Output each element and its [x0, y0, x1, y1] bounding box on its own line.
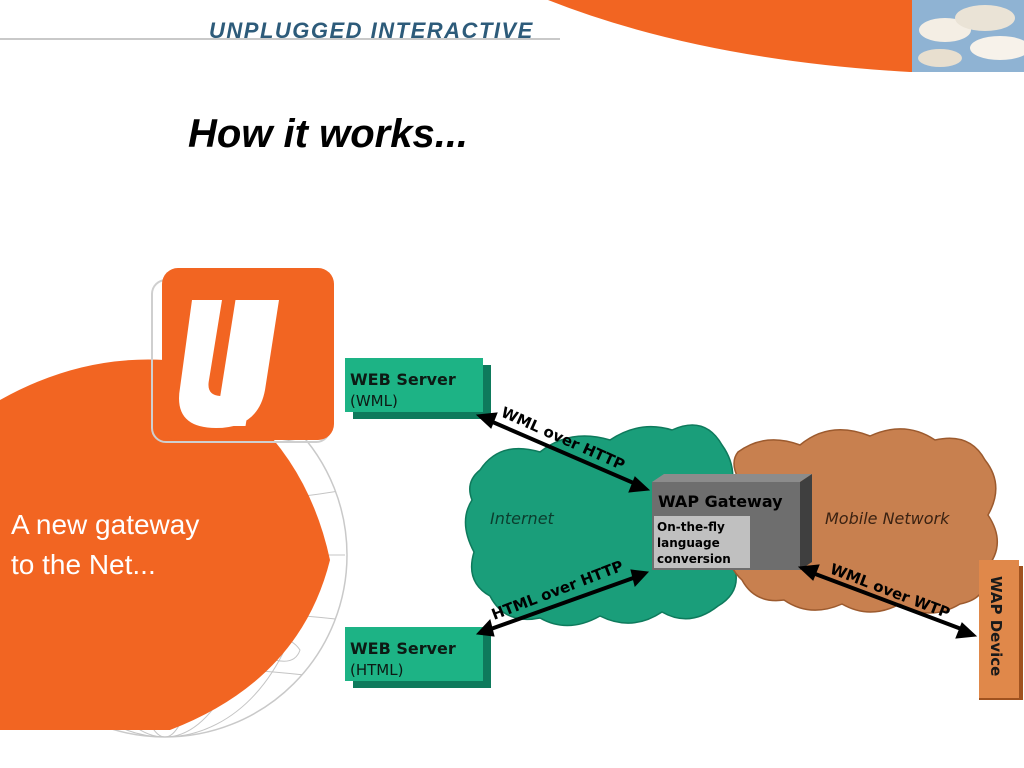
header-divider — [0, 38, 560, 40]
web-server-wml-box: WEB Server (WML) — [345, 358, 491, 419]
header-orange-swoosh — [548, 0, 1024, 72]
arrow-html-http — [486, 575, 638, 632]
globe-orange-landmass — [0, 359, 330, 730]
svg-text:(WML): (WML) — [350, 392, 398, 410]
internet-label: Internet — [490, 509, 555, 528]
header-graphics — [548, 0, 1024, 72]
svg-text:On-the-fly: On-the-fly — [657, 520, 725, 534]
svg-text:language: language — [657, 536, 720, 550]
svg-text:(HTML): (HTML) — [350, 661, 403, 679]
arrow-wml-wtp — [808, 570, 966, 632]
caption-line-1: A new gateway — [11, 509, 200, 540]
mobile-network-label: Mobile Network — [825, 509, 950, 528]
svg-text:WEB Server: WEB Server — [350, 639, 456, 658]
sky-photo — [912, 0, 1024, 72]
svg-text:WAP Device: WAP Device — [987, 576, 1005, 676]
brand-name: UNPLUGGED INTERACTIVE — [209, 18, 534, 43]
wap-device-box: WAP Device — [979, 560, 1023, 700]
ui-logo — [151, 268, 334, 443]
wap-gateway-box: WAP Gateway On-the-fly language conversi… — [652, 474, 812, 570]
svg-text:conversion: conversion — [657, 552, 731, 566]
svg-text:WEB Server: WEB Server — [350, 370, 456, 389]
slide-title: How it works... — [188, 112, 469, 156]
slide-caption: A new gateway to the Net... — [11, 505, 251, 585]
connection-arrows — [475, 412, 978, 639]
caption-line-2: to the Net... — [11, 549, 156, 580]
arrow-wml-http — [486, 418, 638, 486]
web-server-html-box: WEB Server (HTML) — [345, 627, 491, 688]
svg-text:WAP Gateway: WAP Gateway — [658, 492, 783, 511]
